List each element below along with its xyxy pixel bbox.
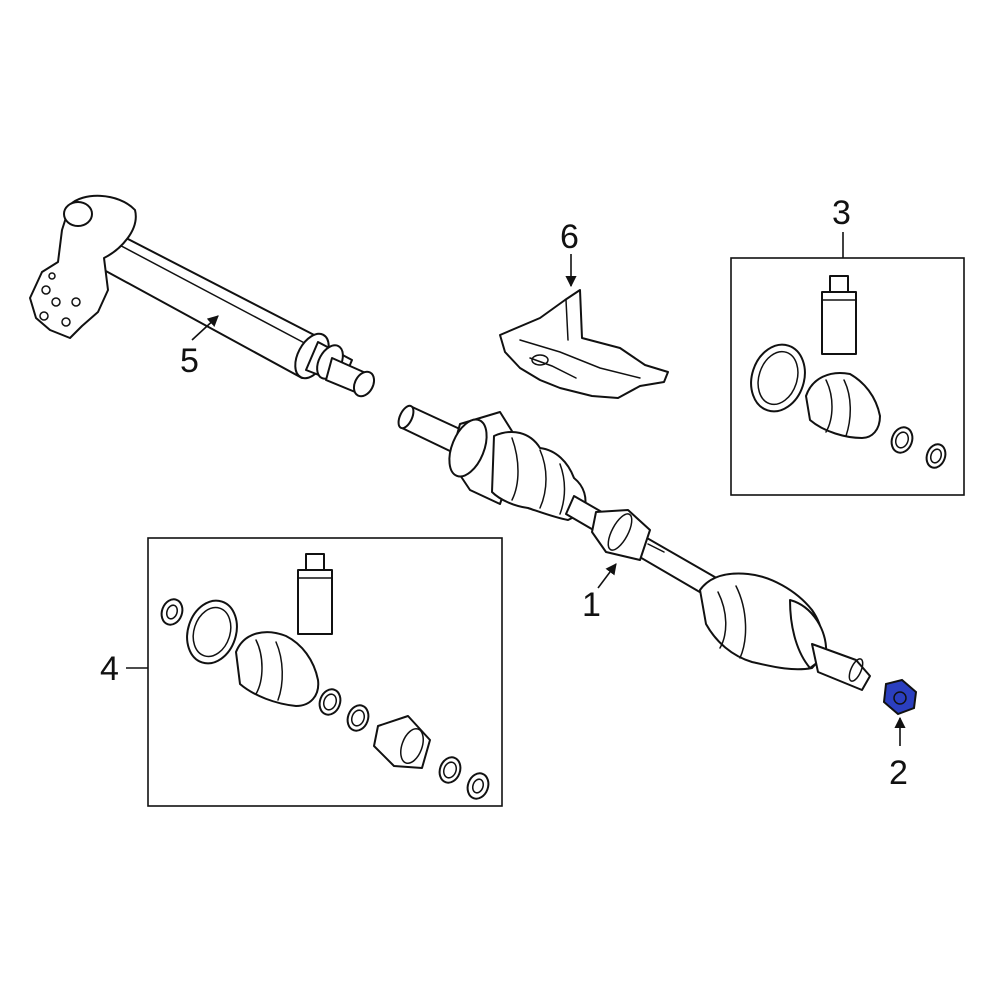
axle-assembly-part[interactable] bbox=[395, 404, 871, 691]
callout-4: 4 bbox=[100, 650, 119, 688]
inner-boot-kit-box bbox=[147, 537, 503, 807]
outer-boot-kit-parts[interactable] bbox=[743, 275, 949, 470]
callout-5-leader bbox=[191, 315, 219, 341]
callout-6: 6 bbox=[560, 218, 579, 256]
axle-nut-part[interactable] bbox=[882, 678, 918, 716]
heat-shield-part[interactable] bbox=[499, 289, 669, 399]
callout-3: 3 bbox=[832, 194, 851, 232]
inner-boot-kit-parts[interactable] bbox=[158, 553, 492, 802]
callout-5: 5 bbox=[180, 342, 199, 380]
callout-1-leader bbox=[597, 563, 617, 589]
intermediate-shaft-part[interactable] bbox=[29, 194, 378, 400]
callout-2: 2 bbox=[889, 754, 908, 792]
outer-boot-kit-box bbox=[730, 257, 965, 496]
callout-1: 1 bbox=[582, 586, 601, 624]
